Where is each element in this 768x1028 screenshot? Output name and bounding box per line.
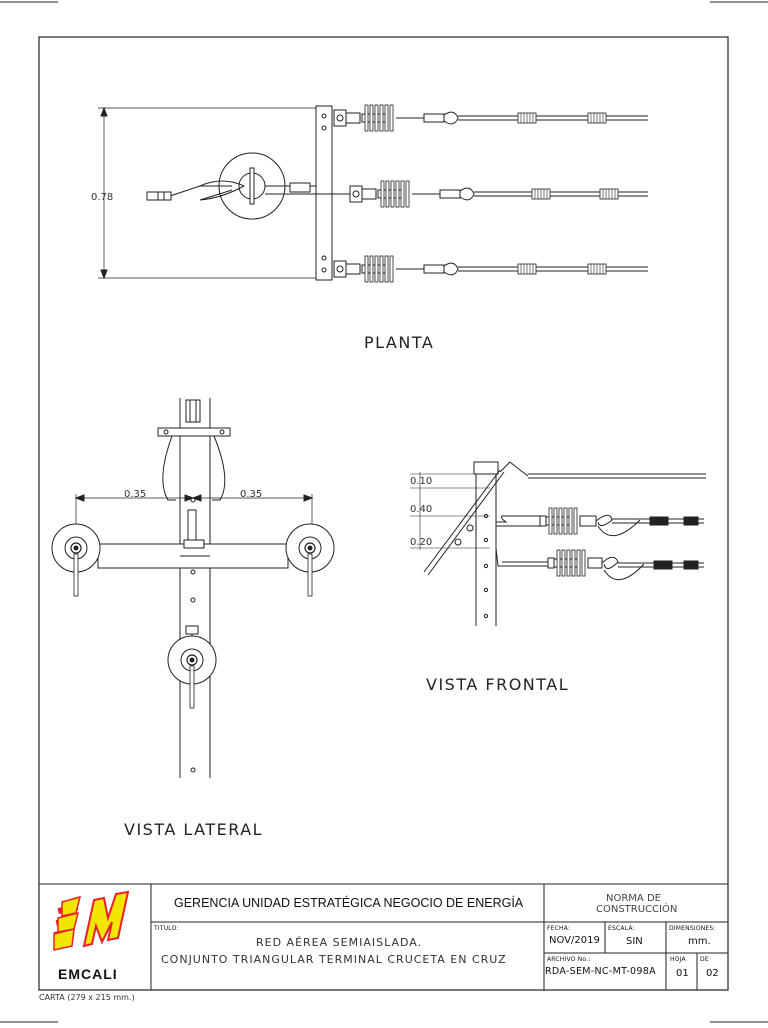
drawing-title-line-1: RED AÉREA SEMIAISLADA. [256,936,423,949]
de-value: 02 [706,968,719,979]
archivo-value: RDA-SEM-NC-MT-098A [545,966,656,977]
dimensiones-value: mm. [688,936,711,947]
company-heading: GERENCIA UNIDAD ESTRATÉGICA NEGOCIO DE E… [174,896,524,910]
lateral-dimension-left: 0.35 [124,489,146,500]
titulo-label: TITULO: [154,925,179,932]
frontal-dimension-3: 0.20 [410,537,432,548]
plan-view-title: PLANTA [364,333,434,352]
hoja-label: HOJA [670,956,686,963]
frontal-dimension-1: 0.10 [410,476,432,487]
escala-value: SIN [626,936,643,947]
de-label: DE [700,956,709,963]
plan-dimension-label: 0.78 [91,192,113,203]
drawing-title-line-2: CONJUNTO TRIANGULAR TERMINAL CRUCETA EN … [161,953,507,966]
lateral-view-title: VISTA LATERAL [124,820,263,839]
escala-label: ESCALA: [608,925,635,932]
logo-wordmark: EMCALI [58,966,118,982]
fecha-label: FECHA: [547,925,571,932]
paper-size-note: CARTA (279 x 215 mm.) [39,993,135,1002]
title-block-grid [39,883,728,990]
plan-view [98,104,648,283]
archivo-label: ARCHIVO No.: [547,956,591,963]
emcali-logo [53,890,130,951]
hoja-value: 01 [676,968,689,979]
frontal-view [410,461,706,626]
lateral-dimension-right: 0.35 [240,489,262,500]
dimensiones-label: DIMENSIONES: [669,925,716,932]
fecha-value: NOV/2019 [549,935,600,946]
norm-line-1: NORMA DE [606,893,661,904]
frontal-view-title: VISTA FRONTAL [426,675,569,694]
frontal-dimension-2: 0.40 [410,504,432,515]
norm-line-2: CONSTRUCCIÓN [596,904,678,915]
lateral-view [51,398,335,778]
drawing-border [38,36,729,991]
